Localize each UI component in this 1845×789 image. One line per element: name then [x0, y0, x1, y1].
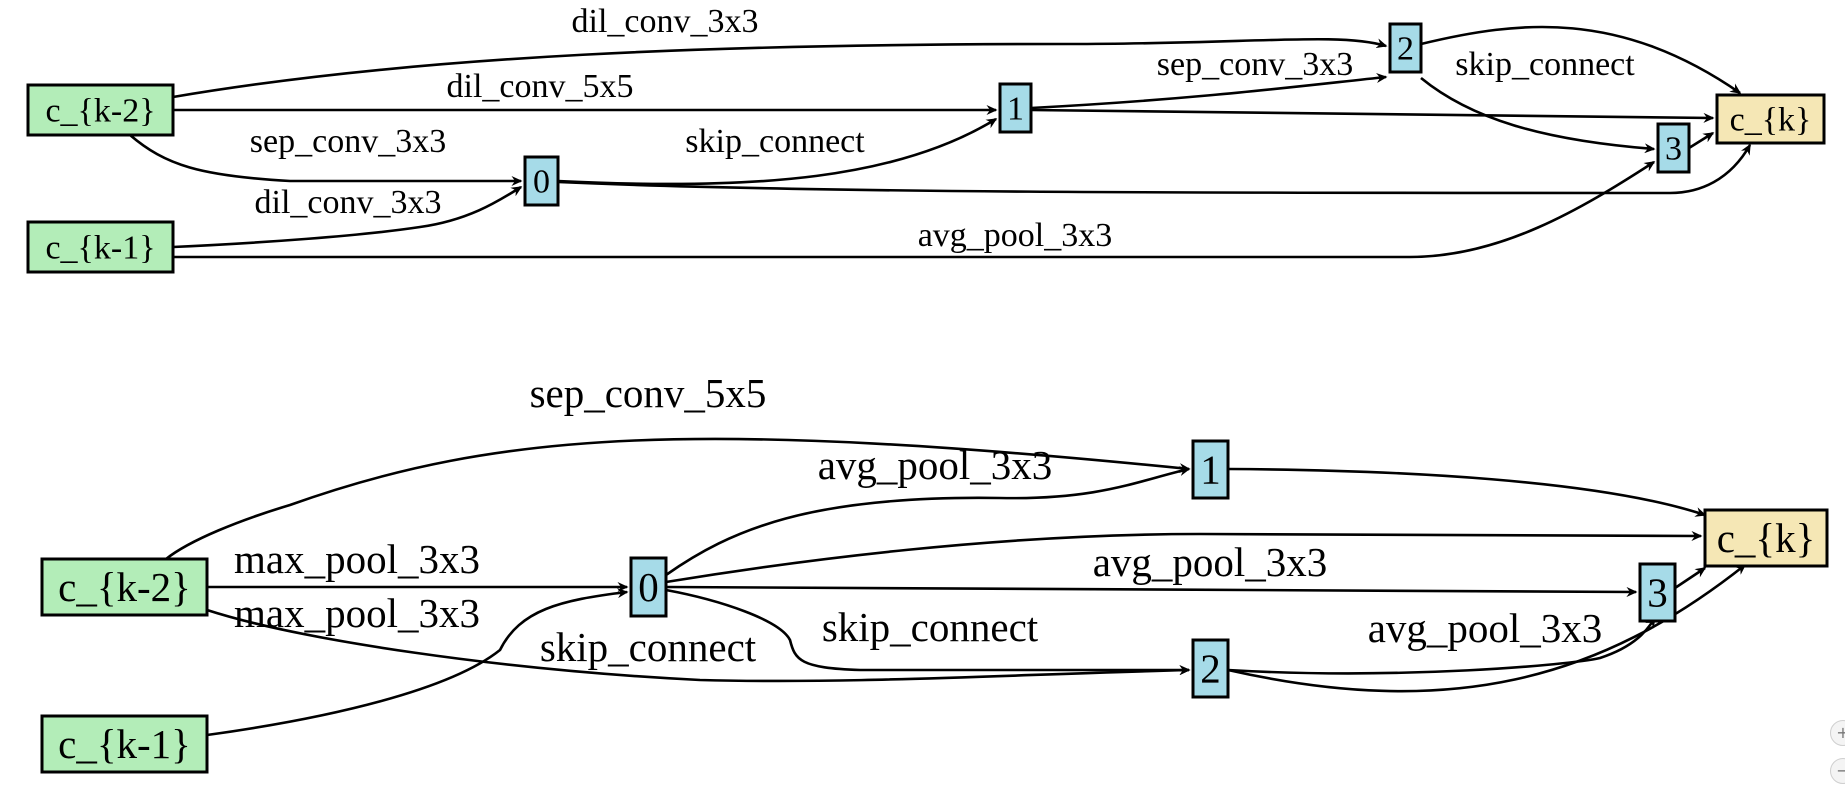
node-box-km1 [40, 714, 209, 774]
edge-label-km1-to-n0: skip_connect [540, 624, 757, 670]
node-n2: 2 [1191, 638, 1230, 699]
node-box-km2 [26, 83, 175, 137]
reduction-cell: sep_conv_5x5max_pool_3x3max_pool_3x3skip… [40, 370, 1829, 774]
node-box-n2 [1191, 638, 1230, 699]
node-label-n1: 1 [1200, 446, 1221, 492]
edge-n1-to-out [1030, 108, 1715, 123]
node-label-n3: 3 [1647, 569, 1668, 615]
node-box-n0 [629, 556, 668, 618]
edge-n3-to-out [1688, 131, 1715, 150]
node-label-n2: 2 [1397, 31, 1414, 68]
node-box-n3 [1656, 122, 1691, 174]
node-box-n2 [1388, 22, 1423, 74]
node-box-n3 [1638, 562, 1677, 623]
node-label-n2: 2 [1200, 645, 1221, 691]
node-box-n0 [523, 155, 560, 207]
edge-n3-to-out [1674, 566, 1707, 590]
node-label-km1: c_{k-1} [58, 721, 191, 767]
edge-label-km2-to-n1: dil_conv_5x5 [447, 68, 634, 105]
edge-label-n2-to-n3: avg_pool_3x3 [1368, 605, 1603, 651]
edge-label-n0-to-n1: avg_pool_3x3 [818, 442, 1053, 488]
edge-km1-to-n0 [172, 185, 523, 249]
node-box-n1 [998, 82, 1033, 134]
node-box-out [1703, 508, 1829, 568]
node-n3: 3 [1656, 122, 1691, 174]
edge-n2-to-out [1227, 563, 1747, 693]
node-label-n1: 1 [1007, 91, 1024, 128]
node-n1: 1 [1191, 439, 1230, 500]
node-km2: c_{k-2} [40, 557, 209, 617]
node-n2: 2 [1388, 22, 1423, 74]
edge-label-km2-to-n0: sep_conv_3x3 [250, 123, 446, 160]
edge-label-n0-to-n2: skip_connect [822, 604, 1039, 650]
node-label-out: c_{k} [1717, 515, 1816, 561]
node-out: c_{k} [1715, 93, 1826, 145]
edge-n0-to-out [665, 530, 1703, 584]
node-n0: 0 [629, 556, 668, 618]
node-n1: 1 [998, 82, 1033, 134]
node-box-n1 [1191, 439, 1230, 500]
edge-n0-to-n1 [665, 466, 1191, 577]
edge-label-km1-to-n3: avg_pool_3x3 [918, 217, 1113, 254]
edge-km1-to-n3 [173, 160, 1656, 259]
edge-n2-to-out [1420, 25, 1742, 95]
node-label-km2: c_{k-2} [45, 93, 155, 130]
node-label-n3: 3 [1665, 131, 1682, 168]
edge-km1-to-n0 [206, 588, 629, 737]
node-out: c_{k} [1703, 508, 1829, 568]
node-box-km1 [26, 220, 175, 274]
node-n3: 3 [1638, 562, 1677, 623]
edge-n1-to-n2 [1030, 73, 1388, 110]
edge-n2-to-n3 [1227, 616, 1657, 675]
edge-label-km2-to-n2: max_pool_3x3 [234, 590, 480, 636]
edge-km2-to-n2 [172, 37, 1388, 99]
edge-label-n0-to-n1: skip_connect [685, 123, 865, 160]
node-label-km2: c_{k-2} [58, 564, 191, 610]
edge-label-km2-to-n2: dil_conv_3x3 [572, 3, 759, 40]
edge-n0-to-out [557, 143, 1752, 195]
edge-label-n0-to-n3: avg_pool_3x3 [1093, 539, 1328, 585]
edge-label-n2-to-n3: skip_connect [1455, 46, 1635, 83]
edge-n2-to-n3 [1420, 76, 1656, 154]
edge-label-n1-to-n2: sep_conv_3x3 [1157, 46, 1353, 83]
edge-label-km2-to-n1: sep_conv_5x5 [530, 370, 767, 416]
node-label-out: c_{k} [1730, 102, 1812, 139]
edge-n1-to-out [1227, 467, 1707, 517]
edge-km2-to-n1 [165, 437, 1191, 561]
edge-km2-to-n0 [129, 134, 523, 186]
node-box-km2 [40, 557, 209, 617]
edge-n0-to-n3 [665, 585, 1638, 597]
node-label-n0: 0 [533, 164, 550, 201]
edge-label-km1-to-n0: dil_conv_3x3 [255, 184, 442, 221]
edge-n0-to-n2 [665, 588, 1191, 675]
edge-label-km2-to-n0: max_pool_3x3 [234, 536, 480, 582]
node-km1: c_{k-1} [40, 714, 209, 774]
node-n0: 0 [523, 155, 560, 207]
node-box-out [1715, 93, 1826, 145]
node-km2: c_{k-2} [26, 83, 175, 137]
edge-km2-to-n2 [206, 608, 1191, 683]
node-km1: c_{k-1} [26, 220, 175, 274]
normal-cell: dil_conv_3x3dil_conv_5x5sep_conv_3x3dil_… [26, 3, 1826, 274]
node-label-km1: c_{k-1} [45, 230, 155, 267]
node-label-n0: 0 [638, 564, 659, 610]
